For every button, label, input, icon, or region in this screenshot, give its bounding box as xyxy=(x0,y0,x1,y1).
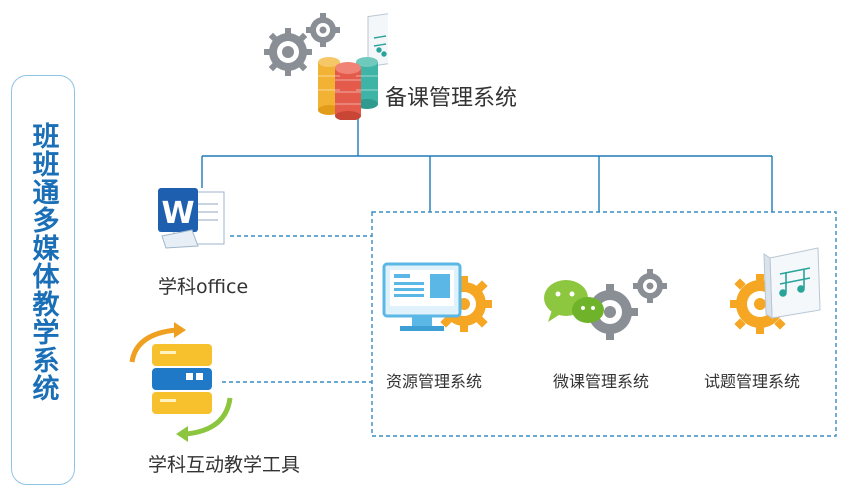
monitor-gear-icon xyxy=(382,262,492,332)
tool-label: 学科互动教学工具 xyxy=(148,454,301,476)
subsystem-micro-label: 微课管理系统 xyxy=(553,372,650,391)
chat-gears-icon xyxy=(544,269,667,340)
svg-text:W: W xyxy=(161,196,194,231)
office-label: 学科office xyxy=(158,276,249,298)
side-title: 班班通多媒体教学系统 xyxy=(12,122,74,402)
side-title-text: 班班通多媒体教学系统 xyxy=(27,122,59,402)
subsystem-group-box xyxy=(371,211,837,437)
subsystem-resource-label: 资源管理系统 xyxy=(386,372,483,391)
subsystem-quiz-label: 试题管理系统 xyxy=(704,372,801,391)
word-document-icon: W xyxy=(158,188,225,249)
gear-document-icon xyxy=(730,247,821,334)
interactive-tool-icon xyxy=(129,322,233,442)
side-panel: 班班通多媒体教学系统 xyxy=(11,75,75,485)
main-system-label: 备课管理系统 xyxy=(385,86,518,111)
gears-database-icon xyxy=(264,10,388,120)
